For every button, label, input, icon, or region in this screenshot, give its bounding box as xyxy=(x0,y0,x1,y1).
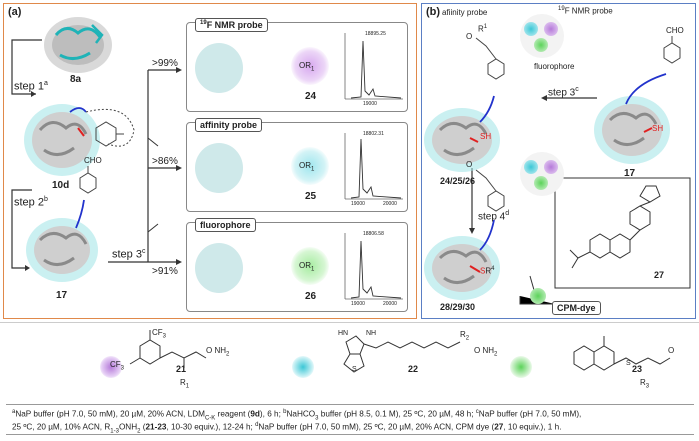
s-label-23: S xyxy=(626,360,631,367)
protein-mid-right xyxy=(424,95,500,172)
compound-17-label: 17 xyxy=(56,290,68,301)
green-dot-icon xyxy=(534,38,548,52)
o-label-top: O xyxy=(466,32,473,41)
r2-label: R2 xyxy=(460,330,470,342)
ms-spectrum-26 xyxy=(344,233,403,300)
step2-label: step 2b xyxy=(14,196,48,209)
reagent-structures xyxy=(129,330,671,373)
panel-a-label: (a) xyxy=(8,6,22,18)
product-box-26: fluorophore OR1 26 18806.58 19000 20000 xyxy=(186,218,408,312)
footnote-line-1: aNaP buffer (pH 7.0, 50 mM), 20 µM, 20% … xyxy=(12,409,582,422)
divider xyxy=(0,322,699,323)
green-glow-icon xyxy=(291,247,329,285)
cyan-probe-icon xyxy=(292,356,314,378)
product-box-24: 19F NMR probe OR1 24 18895.25 19000 xyxy=(186,18,408,112)
protein-icon xyxy=(195,243,243,293)
onh2-label-21: O NH2 xyxy=(206,346,230,358)
footnote-rule xyxy=(6,404,694,405)
panel-b-label: (b) xyxy=(426,6,441,18)
footnote-line-2: 25 ºC, 20 µM, 10% ACN, R1-3ONH2 (21-23, … xyxy=(12,422,562,435)
sh-label-17: SH xyxy=(652,124,664,133)
cho-label-b: CHO xyxy=(666,26,684,35)
fluorophore-tag: fluorophore xyxy=(195,215,256,233)
compound-24-25-26-label: 24/25/26 xyxy=(440,176,476,186)
r1-label: R1 xyxy=(180,378,190,390)
fluorophore-label: fluorophore xyxy=(534,62,575,71)
sh-label-mid: SH xyxy=(480,132,492,141)
protein-10d xyxy=(24,104,135,176)
compound-25-label: 25 xyxy=(305,191,317,202)
reagent-22-label: 22 xyxy=(408,364,419,374)
nh-label: NH xyxy=(366,330,377,337)
or-label: OR1 xyxy=(299,161,315,173)
purple-probe-icon xyxy=(100,356,122,378)
ms-peak-25: 18802.31 xyxy=(363,131,384,137)
affinity-probe-label: afiinity probe xyxy=(442,8,488,17)
cpm-structure xyxy=(569,185,661,269)
onh2-label-23: O xyxy=(668,346,675,355)
yield-24: >99% xyxy=(152,58,178,69)
or-label: OR1 xyxy=(299,61,315,73)
cf3-top: CF3 xyxy=(152,328,167,340)
green-dot-icon xyxy=(534,176,548,190)
protein-17-right xyxy=(594,73,670,164)
compound-26-label: 26 xyxy=(305,291,317,302)
compound-27-label: 27 xyxy=(654,270,665,280)
ms-spectrum-24 xyxy=(344,33,403,100)
ms-tick-26b: 20000 xyxy=(383,301,397,307)
nmr-probe-label: 19F NMR probe xyxy=(558,6,613,16)
product-box-25: affinity probe OR1 25 18802.31 19000 200… xyxy=(186,118,408,212)
step3-label-a: step 3c xyxy=(112,248,146,261)
protein-17-left xyxy=(26,199,98,282)
compound-8a-label: 8a xyxy=(70,74,82,85)
ms-tick-24: 19000 xyxy=(363,101,377,107)
cyan-dot-icon xyxy=(524,160,538,174)
hn-label: HN xyxy=(338,330,349,337)
green-dot-icon xyxy=(530,288,546,304)
yield-26: >91% xyxy=(152,266,178,277)
purple-glow-icon xyxy=(291,47,329,85)
ms-tick-26a: 19000 xyxy=(351,301,365,307)
cho-label-a: CHO xyxy=(84,156,102,165)
ms-tick-25a: 19000 xyxy=(351,201,365,207)
yield-25: >86% xyxy=(152,156,178,167)
footnote-rule-bottom xyxy=(6,434,694,435)
cyan-glow-icon xyxy=(291,147,329,185)
ms-spectrum-25 xyxy=(344,133,403,200)
ms-peak-26: 18806.58 xyxy=(363,231,384,237)
or-label: OR1 xyxy=(299,261,315,273)
cyan-dot-icon xyxy=(524,22,538,36)
compound-28-29-30-label: 28/29/30 xyxy=(440,302,476,312)
onh2-label-22: O NH2 xyxy=(474,346,498,358)
reagent-21-label: 21 xyxy=(176,364,187,374)
purple-dot-icon xyxy=(544,22,558,36)
r1-label: R1 xyxy=(478,24,488,34)
ms-tick-25b: 20000 xyxy=(383,201,397,207)
compound-17-label-b: 17 xyxy=(624,168,636,179)
cpm-dye-tag: CPM-dye xyxy=(552,298,601,316)
ms-peak-24: 18895.25 xyxy=(365,31,386,37)
step3-label-b: step 3c xyxy=(548,86,579,99)
s-r4-label: SR4 xyxy=(480,266,495,276)
panel-a xyxy=(3,3,417,319)
protein-bottom-right xyxy=(424,219,500,300)
protein-8a xyxy=(44,17,112,73)
step1-label: step 1a xyxy=(14,80,48,93)
step4-label-b: step 4d xyxy=(478,210,510,223)
s-label-22: S xyxy=(352,366,357,373)
compound-10d-label: 10d xyxy=(52,180,70,191)
r3-label: R3 xyxy=(640,378,650,390)
cf3-left: CF3 xyxy=(110,360,125,372)
panel-b xyxy=(421,3,696,319)
nmr-probe-tag: 19F NMR probe xyxy=(195,15,268,33)
protein-icon xyxy=(195,143,243,193)
o-label-mid: O xyxy=(466,160,473,169)
reagent-23-label: 23 xyxy=(632,364,643,374)
affinity-probe-tag: affinity probe xyxy=(195,115,263,133)
purple-dot-icon xyxy=(544,160,558,174)
compound-24-label: 24 xyxy=(305,91,317,102)
protein-icon xyxy=(195,43,243,93)
green-probe-icon xyxy=(510,356,532,378)
